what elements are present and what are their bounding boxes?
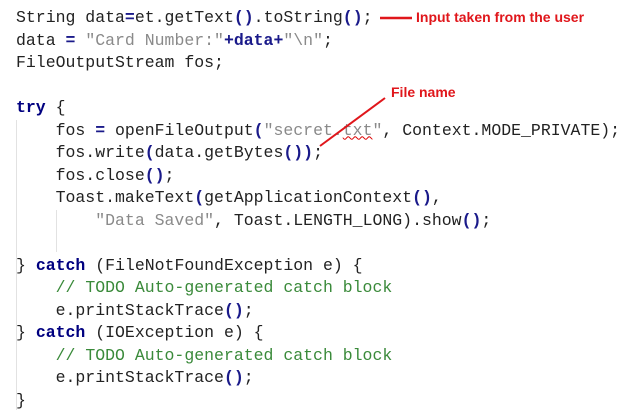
code-token: (	[144, 143, 155, 162]
code-token: fos.write	[16, 143, 145, 162]
code-token	[75, 31, 85, 50]
code-token: (	[253, 120, 264, 140]
code-token: (FileNotFoundException e) {	[85, 255, 363, 275]
code-token: ()	[412, 188, 432, 207]
code-token: , Toast.LENGTH_LONG).show	[214, 210, 462, 230]
indent-guide	[16, 120, 17, 410]
indent-guide	[56, 210, 57, 252]
code-token: catch	[35, 323, 86, 342]
code-token: Toast.makeText	[16, 188, 195, 207]
code-token: data	[16, 30, 66, 50]
code-token: , Context.MODE_PRIVATE);	[382, 120, 621, 140]
code-token: "Card Number:"	[85, 30, 224, 50]
code-token: // TODO Auto-generated catch block	[55, 345, 393, 365]
code-token: ()	[144, 165, 165, 185]
code-line: try {	[16, 97, 620, 120]
code-token: +data+	[223, 30, 284, 50]
code-token: catch	[35, 255, 86, 275]
code-token: openFileOutput	[105, 120, 254, 140]
code-token: fos.close	[16, 165, 145, 185]
code-line	[16, 232, 620, 255]
code-token: ()	[461, 210, 482, 230]
code-token: String data	[16, 8, 125, 27]
code-line: // TODO Auto-generated catch block	[16, 345, 620, 368]
code-token: ())	[283, 143, 314, 162]
code-token: (IOException e) {	[85, 323, 264, 342]
code-line: // TODO Auto-generated catch block	[16, 277, 620, 300]
code-token: ()	[223, 300, 244, 320]
code-token: {	[45, 98, 66, 117]
code-line	[16, 75, 620, 98]
code-token: e.printStackTrace	[16, 368, 224, 387]
code-token	[16, 211, 95, 230]
code-token: ,	[431, 188, 442, 207]
code-line: fos = openFileOutput("secret.txt", Conte…	[16, 120, 620, 143]
code-line: Toast.makeText(getApplicationContext(),	[16, 187, 620, 210]
code-token: =	[65, 30, 76, 50]
code-token: =	[95, 120, 106, 140]
code-line: } catch (IOException e) {	[16, 322, 620, 345]
code-token: .toString	[253, 8, 343, 27]
code-token: }	[16, 323, 36, 342]
code-token: "secret.	[263, 120, 343, 140]
code-token: ;	[362, 8, 373, 27]
code-token: fos	[16, 120, 96, 140]
code-token: ()	[233, 8, 254, 27]
file-name-annotation: File name	[391, 84, 456, 100]
code-token: "\n"	[283, 30, 323, 50]
code-token: (	[194, 188, 205, 207]
code-block: String data=et.getText().toString();data…	[16, 7, 620, 412]
code-token: "Data Saved"	[95, 210, 215, 230]
code-token: ;	[243, 300, 254, 320]
code-token: ;	[481, 210, 492, 230]
code-line: String data=et.getText().toString();	[16, 7, 620, 30]
code-token: txt	[342, 120, 373, 140]
code-token: FileOutputStream fos;	[16, 53, 224, 72]
code-line: fos.close();	[16, 165, 620, 188]
code-line: } catch (FileNotFoundException e) {	[16, 255, 620, 278]
code-token: }	[16, 390, 26, 410]
code-line: fos.write(data.getBytes());	[16, 142, 620, 165]
code-line: }	[16, 390, 620, 413]
code-token: e.printStackTrace	[16, 300, 224, 320]
code-token: ;	[313, 143, 323, 162]
code-token: getApplicationContext	[204, 188, 413, 207]
code-token: ;	[164, 165, 175, 185]
code-token: ()	[223, 368, 244, 387]
code-token: ;	[243, 368, 254, 387]
code-line: FileOutputStream fos;	[16, 52, 620, 75]
code-token: =	[124, 8, 135, 27]
code-token: // TODO Auto-generated catch block	[55, 278, 393, 297]
code-line: e.printStackTrace();	[16, 300, 620, 323]
input-annotation: Input taken from the user	[416, 9, 585, 25]
code-token: ;	[322, 30, 333, 50]
code-token	[16, 346, 56, 365]
code-line: e.printStackTrace();	[16, 367, 620, 390]
code-token: "	[372, 120, 383, 140]
code-token: try	[16, 98, 46, 117]
code-token: ()	[342, 8, 363, 27]
code-token: et.getText	[134, 8, 234, 27]
code-line: data = "Card Number:"+data+"\n";	[16, 30, 620, 53]
code-token: data.getBytes	[154, 143, 284, 162]
code-token	[16, 278, 56, 297]
code-token: }	[16, 255, 36, 275]
code-line: "Data Saved", Toast.LENGTH_LONG).show();	[16, 210, 620, 233]
